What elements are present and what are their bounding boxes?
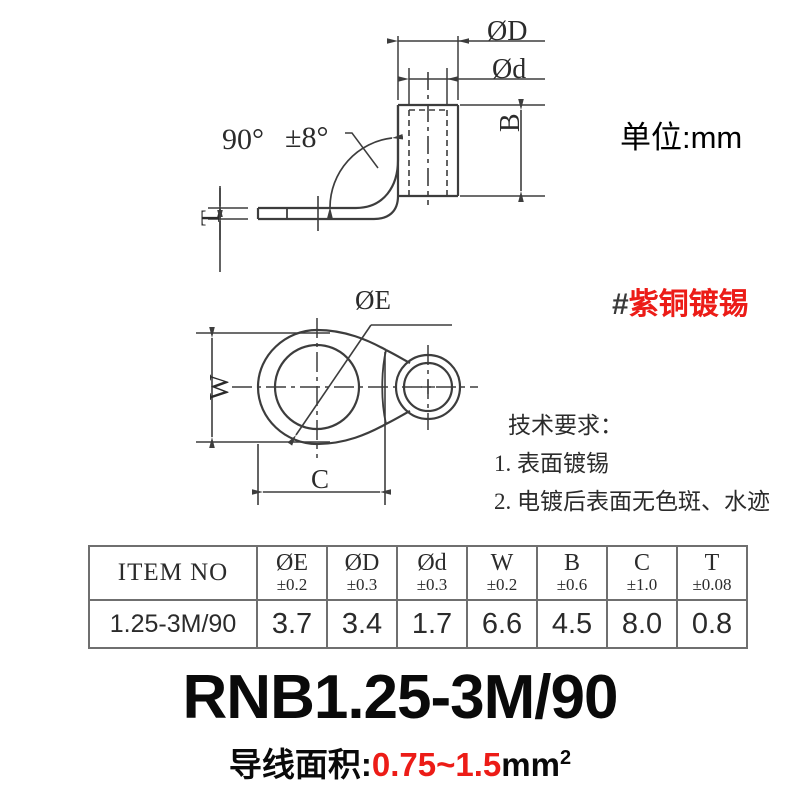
leader-phiE <box>287 324 452 446</box>
value-C: 8.0 <box>621 607 663 640</box>
header-tolerance: ±0.3 <box>346 575 378 595</box>
header-symbol: ØD <box>344 550 380 577</box>
wire-area-unit: mm <box>501 746 560 783</box>
cell-phi-E: 3.7 <box>256 599 328 649</box>
cell-W: 6.6 <box>466 599 538 649</box>
header-symbol: W <box>490 550 514 577</box>
spec-table: ITEM NO ØE ±0.2 ØD ±0.3 Ød ±0.3 W ±0.2 <box>88 545 748 649</box>
value-T: 0.8 <box>691 607 733 640</box>
cell-phi-D: 3.4 <box>326 599 398 649</box>
tech-requirement-item-2: 2. 电镀后表面无色斑、水迹 <box>494 489 770 514</box>
value-phi-d: 1.7 <box>411 607 453 640</box>
header-tolerance: ±0.3 <box>416 575 448 595</box>
value-W: 6.6 <box>481 607 523 640</box>
cell-C: 8.0 <box>606 599 678 649</box>
dim-W <box>196 327 330 448</box>
table-header-row: ITEM NO ØE ±0.2 ØD ±0.3 Ød ±0.3 W ±0.2 <box>88 545 748 601</box>
cell-B: 4.5 <box>536 599 608 649</box>
dim-T <box>208 186 248 272</box>
label-C: C <box>311 464 330 494</box>
header-tolerance: ±0.08 <box>692 575 732 595</box>
part-number-title: RNB1.25-3M/90 <box>182 663 619 732</box>
label-phi-d: Ød <box>492 54 527 85</box>
label-B: B <box>495 113 526 132</box>
label-bend-angle-tolerance: ±8° <box>285 121 329 154</box>
header-symbol: B <box>563 550 580 577</box>
header-cell-C: C ±1.0 <box>606 545 678 601</box>
barrel-center-cross <box>421 380 435 394</box>
tech-requirement-item-1: 1. 表面镀锡 <box>494 451 609 476</box>
cell-T: 0.8 <box>676 599 748 649</box>
header-tolerance: ±1.0 <box>626 575 658 595</box>
bend-angle-arc <box>327 133 404 219</box>
header-cell-T: T ±0.08 <box>676 545 748 601</box>
label-bend-angle: 90° <box>222 123 264 156</box>
dim-B <box>460 99 545 202</box>
wire-area-line: 导线面积:0.75~1.5mm2 <box>0 738 800 786</box>
header-cell-B: B ±0.6 <box>536 545 608 601</box>
header-item-no-text: ITEM NO <box>117 559 229 586</box>
table-row: 1.25-3M/90 3.7 3.4 1.7 6.6 4.5 8 <box>88 599 748 649</box>
header-cell-phi-d: Ød ±0.3 <box>396 545 468 601</box>
material-name: 紫铜镀锡 <box>628 288 749 321</box>
header-tolerance: ±0.2 <box>276 575 308 595</box>
label-phi-D: ØD <box>487 16 528 47</box>
barrel-bore-hidden <box>408 109 448 196</box>
angle-leader-line <box>345 132 379 169</box>
header-cell-item-no: ITEM NO <box>88 545 258 601</box>
material-label: #紫铜镀锡 <box>612 290 749 320</box>
header-symbol: ØE <box>276 550 308 577</box>
dim-extension-lines-side <box>397 36 459 106</box>
cell-item-no: 1.25-3M/90 <box>88 599 258 649</box>
wire-area-label: 导线面积: <box>228 746 372 783</box>
dim-C <box>252 352 391 505</box>
header-cell-W: W ±0.2 <box>466 545 538 601</box>
label-W: W <box>204 374 234 400</box>
wire-area-unit-exponent: 2 <box>559 747 572 769</box>
header-symbol: T <box>704 550 720 577</box>
value-phi-D: 3.4 <box>341 607 383 640</box>
header-tolerance: ±0.6 <box>556 575 588 595</box>
header-symbol: Ød <box>417 550 447 577</box>
label-T: T <box>196 210 225 226</box>
item-no-value: 1.25-3M/90 <box>109 609 237 638</box>
value-phi-E: 3.7 <box>271 607 313 640</box>
hash-symbol: # <box>612 288 629 321</box>
header-tolerance: ±0.2 <box>486 575 518 595</box>
wire-area-range: 0.75~1.5 <box>371 746 502 783</box>
value-B: 4.5 <box>551 607 593 640</box>
header-symbol: C <box>633 550 650 577</box>
header-cell-phi-D: ØD ±0.3 <box>326 545 398 601</box>
header-cell-phi-E: ØE ±0.2 <box>256 545 328 601</box>
tech-requirements-title: 技术要求： <box>508 413 623 438</box>
label-phi-E: ØE <box>355 285 391 315</box>
unit-label: 单位:mm <box>620 120 743 155</box>
cell-phi-d: 1.7 <box>396 599 468 649</box>
